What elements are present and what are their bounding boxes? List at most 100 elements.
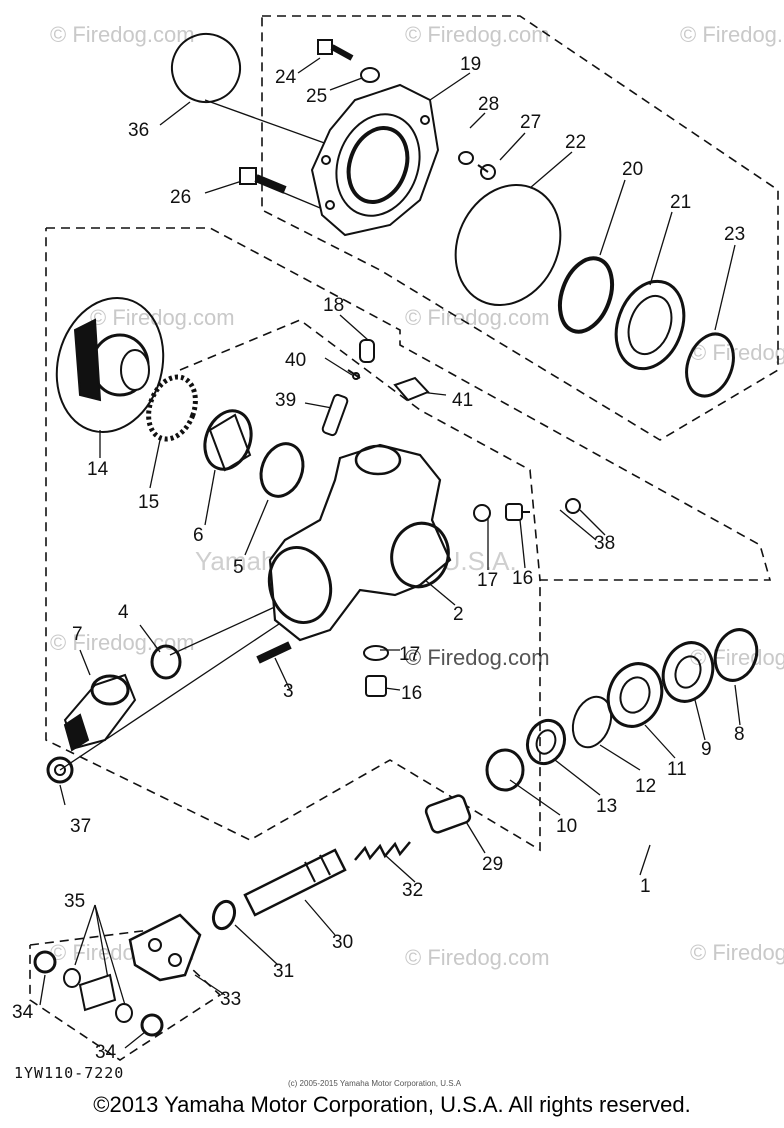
watermark-firedog: © Firedog.com (680, 22, 784, 47)
callout-13: 13 (596, 796, 617, 817)
callout-41: 41 (452, 390, 473, 411)
plate-41 (393, 376, 430, 402)
watermark-firedog: © Firedog.com (50, 22, 195, 47)
bearing-29 (424, 794, 472, 834)
bearing-housing-19 (310, 83, 440, 237)
yoke-33 (128, 913, 202, 982)
part-shapes (33, 33, 759, 1037)
small-copyright: (c) 2005-2015 Yamaha Motor Corporation, … (288, 1079, 462, 1088)
callout-38: 38 (594, 533, 615, 554)
callout-9: 9 (701, 739, 712, 760)
drive-shaft-30 (243, 848, 347, 917)
callout-5: 5 (233, 557, 244, 578)
spring-32 (354, 841, 411, 861)
stud-3 (256, 641, 292, 664)
bearing-34a (33, 950, 57, 974)
callout-34b: 34 (95, 1042, 117, 1063)
callouts: 1 2 3 4 5 6 7 8 9 10 11 12 13 14 15 16 1… (12, 54, 745, 1063)
watermark-firedog: © Firedog.com (405, 305, 550, 330)
callout-14: 14 (87, 459, 109, 480)
collar-4 (150, 644, 182, 680)
callout-19: 19 (460, 54, 481, 75)
callout-10: 10 (556, 816, 577, 837)
circlip-23 (685, 332, 735, 398)
callout-22: 22 (565, 132, 586, 153)
o-ring-12 (571, 695, 613, 749)
nut-37 (46, 756, 74, 784)
callout-23: 23 (724, 224, 745, 245)
callout-39: 39 (275, 390, 296, 411)
callout-2: 2 (453, 604, 464, 625)
callout-11: 11 (667, 759, 687, 780)
callout-24: 24 (275, 67, 297, 88)
watermark-firedog: © Firedog.com (50, 630, 195, 655)
watermark-firedog: © Firedog.com (690, 340, 784, 365)
plug-16b (365, 675, 387, 697)
callout-30: 30 (332, 932, 353, 953)
watermark-firedog: © Firedog.com (405, 945, 550, 970)
washer-25 (360, 67, 380, 83)
collar-10 (485, 748, 525, 792)
callout-29: 29 (482, 854, 503, 875)
callout-16a: 16 (512, 568, 533, 589)
callout-8: 8 (734, 724, 745, 745)
gear-case-2 (267, 443, 452, 642)
callout-20: 20 (622, 159, 643, 180)
callout-36: 36 (128, 120, 149, 141)
callout-28: 28 (478, 94, 499, 115)
diagram-code: 1YW110-7220 (14, 1064, 124, 1082)
callout-12: 12 (635, 776, 656, 797)
watermark-firedog: © Firedog.com (90, 305, 235, 330)
callout-25: 25 (306, 86, 327, 107)
shim-15 (146, 374, 198, 442)
ring-gear-14 (55, 296, 165, 434)
callout-31: 31 (273, 961, 294, 982)
callout-7: 7 (72, 624, 83, 645)
watermark-firedog: © Firedog.com (405, 22, 550, 47)
yoke-group-outline (29, 929, 222, 1061)
callout-32: 32 (402, 880, 423, 901)
bearing-9 (661, 641, 715, 703)
upper-group-outline (261, 15, 779, 441)
group-outlines (29, 15, 779, 1061)
bearing-retainer-11 (606, 662, 664, 728)
callout-16b: 16 (401, 683, 422, 704)
pinion-gear-7 (63, 673, 137, 752)
callout-21: 21 (670, 192, 691, 213)
bolt-26 (239, 167, 287, 194)
callout-34a: 34 (12, 1002, 34, 1023)
shim-5 (259, 442, 305, 498)
shim-20 (557, 256, 615, 334)
watermarks: © Firedog.com © Firedog.com © Firedog.co… (50, 22, 784, 970)
callout-26: 26 (170, 187, 191, 208)
watermark-firedog: © Firedog.com (690, 940, 784, 965)
callout-27: 27 (520, 112, 541, 133)
plunger-39 (321, 393, 349, 437)
watermark-firedog: © Firedog.com (405, 645, 550, 670)
cap-38 (565, 498, 581, 514)
circlip-31 (211, 899, 237, 931)
footer-copyright: ©2013 Yamaha Motor Corporation, U.S.A. A… (93, 1092, 691, 1117)
washer-28 (458, 151, 474, 165)
callout-18: 18 (323, 295, 344, 316)
washer-17b (363, 645, 389, 661)
callout-17a: 17 (477, 570, 498, 591)
callout-37: 37 (70, 816, 91, 837)
circlip-8 (713, 628, 759, 682)
washer-17a (473, 504, 491, 522)
oil-seal-13 (525, 718, 567, 766)
plug-16a (505, 503, 530, 521)
callout-3: 3 (283, 681, 294, 702)
callout-15: 15 (138, 492, 159, 513)
callout-35: 35 (64, 891, 85, 912)
inner-dashed-line (179, 319, 541, 581)
callout-17b: 17 (399, 644, 420, 665)
bearing-6 (203, 409, 253, 472)
pin-40 (347, 369, 361, 380)
o-ring-36 (171, 33, 241, 103)
callout-40: 40 (285, 350, 306, 371)
callout-33: 33 (220, 989, 241, 1010)
spider-35 (63, 968, 133, 1023)
callout-6: 6 (193, 525, 204, 546)
